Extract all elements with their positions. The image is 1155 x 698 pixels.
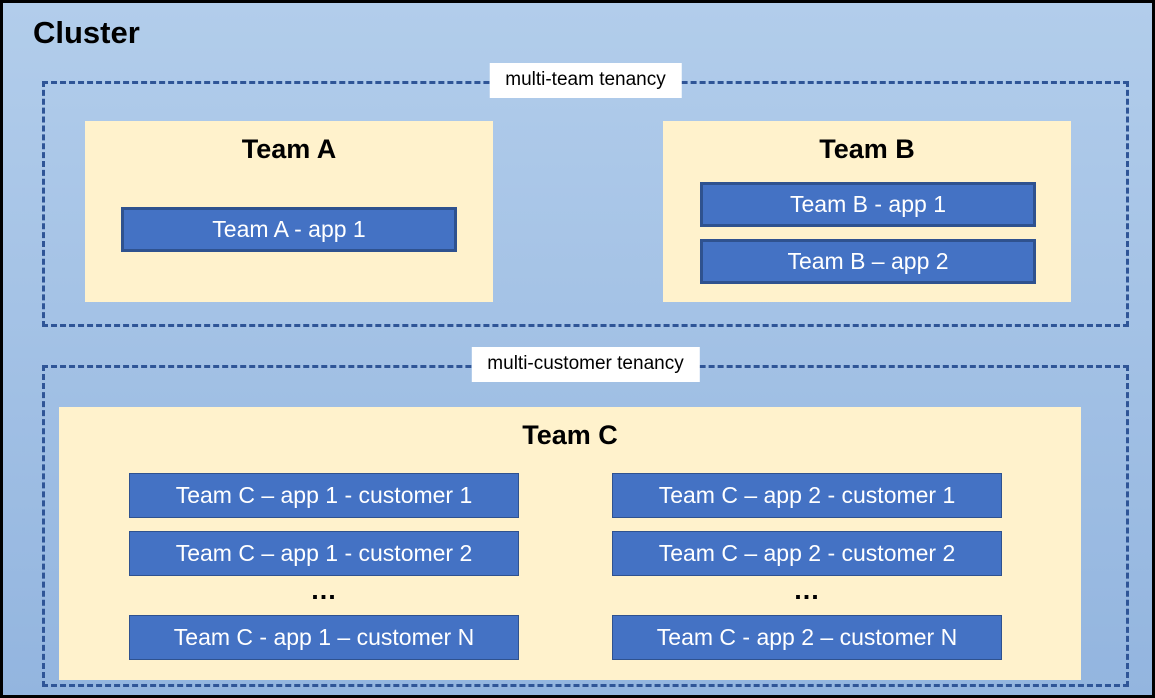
team-a-panel: Team A Team A - app 1 — [85, 121, 493, 302]
cluster-title: Cluster — [33, 15, 140, 50]
team-c-app1-ellipsis: ... — [311, 575, 337, 605]
team-b-app-2: Team B – app 2 — [700, 239, 1036, 284]
multi-customer-label: multi-customer tenancy — [471, 347, 700, 382]
team-c-app1-column: Team C – app 1 - customer 1 Team C – app… — [129, 473, 519, 666]
team-c-title: Team C — [522, 420, 618, 450]
multi-team-section: multi-team tenancy Team A Team A - app 1… — [42, 63, 1129, 327]
multi-customer-section: multi-customer tenancy Team C Team C – a… — [42, 347, 1129, 687]
team-c-app2-ellipsis: ... — [794, 575, 820, 605]
team-c-app1-customer-1: Team C – app 1 - customer 1 — [129, 473, 519, 518]
team-a-app-1: Team A - app 1 — [121, 207, 457, 252]
team-c-app2-customer-1: Team C – app 2 - customer 1 — [612, 473, 1002, 518]
team-c-panel: Team C Team C – app 1 - customer 1 Team … — [59, 407, 1081, 680]
team-b-title: Team B — [819, 134, 915, 164]
team-c-app1-customer-n: Team C - app 1 – customer N — [129, 615, 519, 660]
multi-team-label: multi-team tenancy — [489, 63, 682, 98]
team-b-app-1: Team B - app 1 — [700, 182, 1036, 227]
team-c-app2-customer-2: Team C – app 2 - customer 2 — [612, 531, 1002, 576]
team-b-panel: Team B Team B - app 1 Team B – app 2 — [663, 121, 1071, 302]
team-c-app2-customer-n: Team C - app 2 – customer N — [612, 615, 1002, 660]
team-a-title: Team A — [241, 134, 337, 164]
team-c-app2-column: Team C – app 2 - customer 1 Team C – app… — [612, 473, 1002, 666]
team-c-app1-customer-2: Team C – app 1 - customer 2 — [129, 531, 519, 576]
